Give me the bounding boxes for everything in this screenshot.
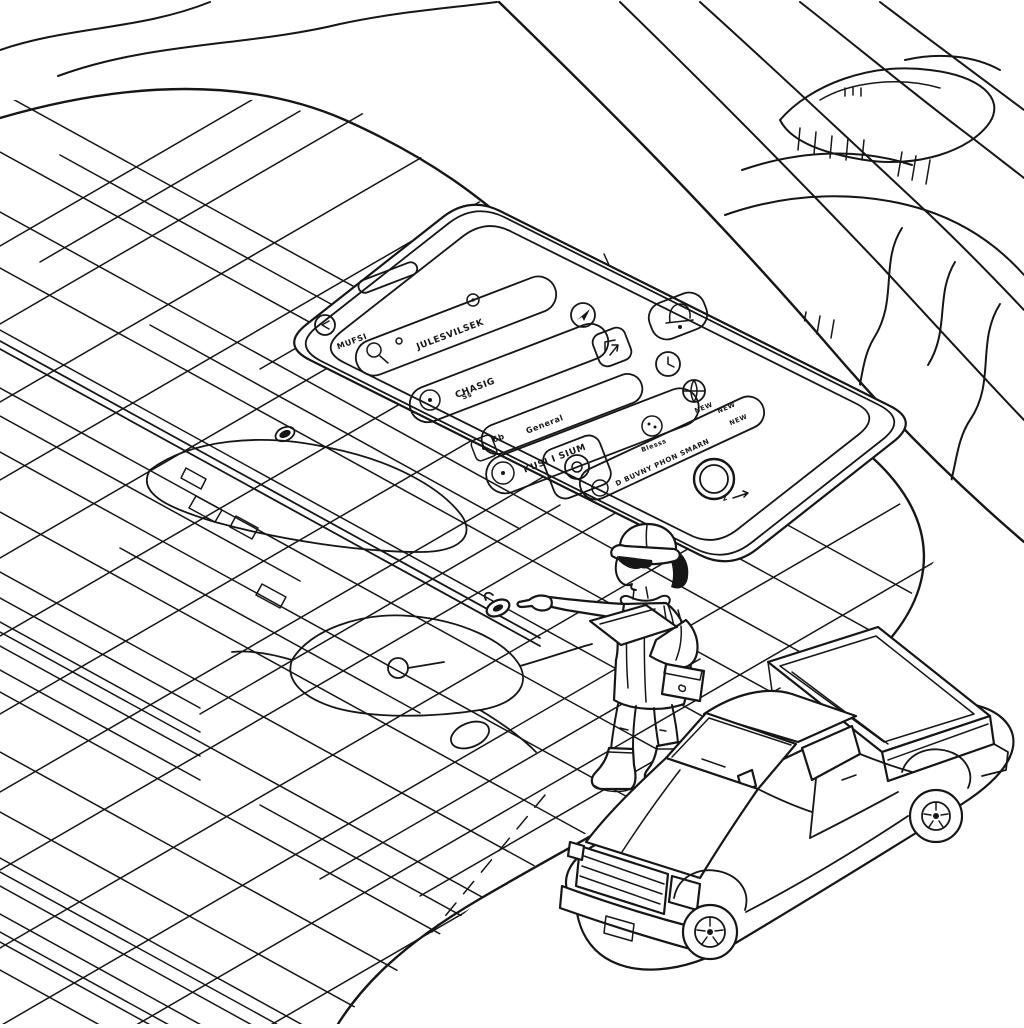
pickup-truck	[558, 625, 1015, 971]
home-button	[692, 457, 736, 501]
license-plate	[603, 915, 635, 942]
terrain-layer	[619, 1, 1024, 513]
field-stripes	[0, 597, 311, 1024]
marker-light	[566, 840, 586, 862]
subdivision-loop	[231, 614, 593, 753]
left-boot	[590, 746, 637, 791]
hood-crease	[621, 769, 681, 853]
phone-screen-outline	[329, 225, 871, 541]
door-line	[809, 778, 817, 839]
bezel-tick	[603, 253, 610, 266]
cap-crown	[618, 522, 678, 553]
camera-lens-icon	[564, 454, 590, 480]
rear-wheel	[901, 748, 972, 844]
cab-roof	[702, 689, 858, 744]
satchel-strap	[675, 625, 682, 661]
face-profile	[614, 556, 637, 591]
location-arrow-button	[570, 302, 596, 328]
pond	[450, 720, 490, 750]
mesa-plateau	[779, 67, 996, 164]
cargo-bed	[766, 625, 1009, 783]
hood-and-front	[558, 756, 760, 952]
pointing-hand	[516, 594, 553, 612]
paper-fold-line	[599, 608, 656, 625]
satchel-mark	[678, 684, 687, 693]
neck-lines	[632, 586, 649, 600]
satchel-flap	[663, 663, 703, 681]
cliff-hatching	[797, 86, 931, 339]
filled-oval-marker	[274, 425, 296, 443]
bell-button	[647, 291, 709, 341]
location-arrow-icon	[577, 309, 590, 321]
rear-bumper	[981, 743, 1009, 777]
double-line-road	[0, 340, 541, 647]
radio-circle-icon	[419, 389, 441, 411]
clock-button	[655, 351, 681, 377]
mini-tile-icon	[470, 434, 498, 462]
row-2b-prefix: 6b	[491, 432, 506, 445]
search-dot-icon	[395, 337, 403, 345]
contact-icon	[641, 415, 663, 437]
grille-bars	[579, 855, 665, 905]
bottom-row-dot-icon	[591, 479, 609, 497]
z-arrow-label: z	[721, 493, 729, 503]
smartphone: MUFSI JULESVILSEK	[293, 203, 907, 563]
top-contour-curve	[57, 1, 498, 77]
search-icon	[366, 342, 389, 364]
row-2-subtext: Ss	[461, 390, 474, 401]
phone-body-inner-edge	[304, 210, 896, 556]
corner-contour-curve	[0, 1, 211, 51]
folded-papers	[588, 603, 679, 647]
share-square-icon	[604, 339, 619, 356]
z-arrow-annotation: z	[721, 490, 749, 503]
mesa-rim-line	[819, 81, 941, 101]
back-button	[314, 314, 336, 336]
bent-arm	[648, 618, 699, 669]
bell-icon	[665, 303, 694, 329]
collar	[619, 594, 671, 604]
dashed-centerline	[431, 794, 546, 933]
radio-circle-icon	[491, 461, 515, 485]
share-square-button	[591, 326, 633, 368]
earpiece-speaker-slot	[357, 261, 419, 294]
front-wheel	[673, 815, 909, 961]
door-handle	[841, 774, 857, 781]
sunglasses	[619, 556, 653, 570]
cab	[664, 689, 913, 839]
hood	[584, 756, 760, 880]
front-fender	[673, 869, 748, 911]
highway-right-edge	[497, 0, 1024, 544]
clock-icon	[667, 356, 675, 368]
cap-seam	[645, 524, 648, 550]
pointed-oval-marker	[483, 591, 511, 618]
map-buildings	[180, 467, 287, 609]
camera-tile	[542, 434, 612, 500]
back-arrow-icon	[321, 320, 330, 330]
rear-fender	[901, 748, 972, 789]
contour-lines	[619, 1, 1024, 513]
